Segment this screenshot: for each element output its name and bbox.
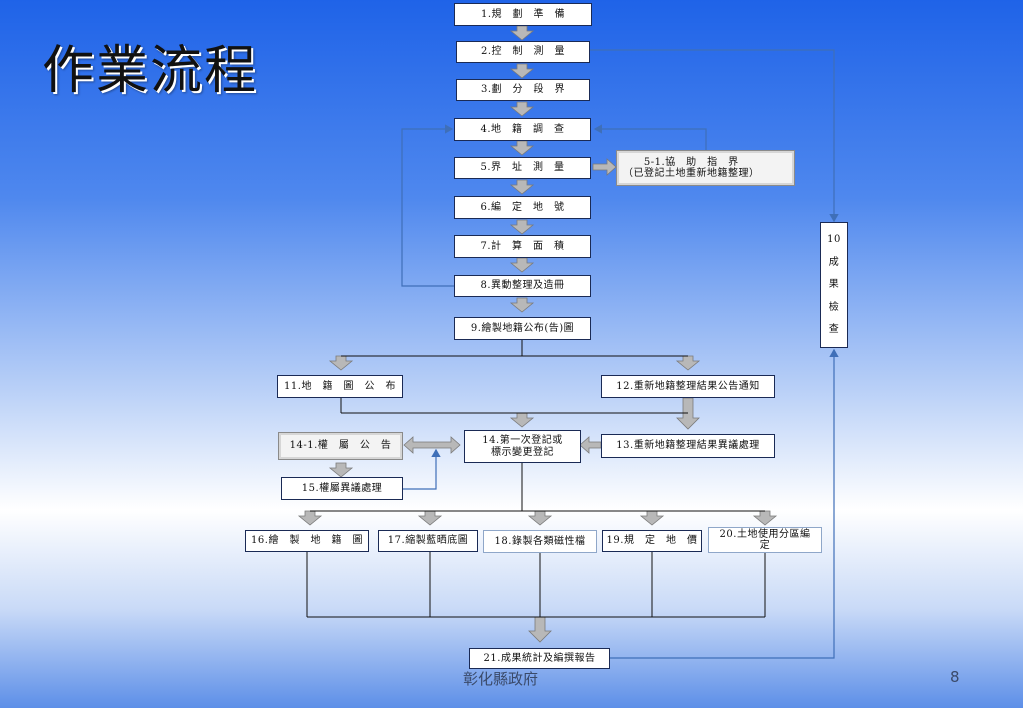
- step-14-1-box: 14-1.權 屬 公 告: [278, 432, 403, 460]
- step-10-char: 檢: [828, 301, 840, 313]
- step-10-char: 成: [828, 256, 840, 268]
- step-19-box: 19.規 定 地 價: [602, 530, 702, 552]
- step-5-box: 5.界 址 測 量: [454, 157, 591, 179]
- step-14-box: 14.第一次登記或 標示變更登記: [464, 430, 581, 463]
- arrow-right: [592, 158, 617, 176]
- step-2-box: 2.控 制 測 量: [456, 41, 590, 63]
- slide-number: 8: [950, 668, 960, 686]
- step-13-box: 13.重新地籍整理結果異議處理: [601, 434, 775, 458]
- step-3-box: 3.劃 分 段 界: [456, 79, 590, 101]
- step-9-box: 9.繪製地籍公布(告)圖: [454, 317, 591, 340]
- arrow-down: [509, 140, 535, 156]
- step-18-box: 18.錄製各類磁性檔: [483, 530, 597, 553]
- arrow-down: [509, 25, 535, 41]
- grey-arrows: [297, 25, 778, 643]
- step-5-1-box: 5-1.協 助 指 界 （已登記土地重新地籍整理）: [616, 150, 795, 186]
- arrow-down: [527, 510, 553, 526]
- step-10-char: 10: [827, 234, 841, 246]
- double-arrow: [403, 436, 461, 454]
- page-title: 作業流程: [42, 41, 259, 101]
- arrow-down: [509, 257, 535, 273]
- arrow-down: [639, 510, 665, 526]
- arrow-down: [509, 219, 535, 235]
- arrow-down: [417, 510, 443, 526]
- arrow-left: [579, 436, 602, 454]
- step-4-box: 4.地 籍 調 查: [454, 118, 591, 141]
- step-21-box: 21.成果統計及編撰報告: [469, 648, 610, 669]
- arrow-down: [675, 355, 701, 371]
- arrow-down: [328, 355, 354, 371]
- step-10-box: 10 成 果 檢 查: [820, 222, 848, 348]
- black-lines: [306, 340, 766, 618]
- footer-organization: 彰化縣政府: [463, 670, 539, 688]
- step-16-box: 16.繪 製 地 籍 圖: [245, 530, 369, 552]
- arrow-down: [328, 462, 354, 478]
- arrow-down: [752, 510, 778, 526]
- arrow-down: [528, 616, 552, 643]
- step-20-box: 20.土地使用分區編 定: [708, 527, 822, 553]
- step-10-char: 查: [828, 324, 840, 335]
- arrow-down: [509, 297, 535, 313]
- step-12-box: 12.重新地籍整理結果公告通知: [601, 375, 775, 398]
- step-6-box: 6.編 定 地 號: [454, 196, 591, 219]
- arrow-down: [297, 510, 323, 526]
- arrow-down: [509, 63, 535, 79]
- arrow-down: [509, 412, 535, 428]
- arrow-down: [509, 179, 535, 195]
- step-7-box: 7.計 算 面 積: [454, 235, 591, 258]
- step-1-box: 1.規 劃 準 備: [454, 3, 592, 26]
- step-11-box: 11.地 籍 圖 公 布: [277, 375, 403, 398]
- step-10-char: 果: [828, 279, 840, 291]
- blue-lines: [401, 49, 839, 659]
- step-15-box: 15.權屬異議處理: [281, 477, 403, 500]
- arrow-down: [509, 101, 535, 117]
- step-17-box: 17.縮製藍晒底圖: [378, 530, 478, 552]
- step-8-box: 8.異動整理及造冊: [454, 275, 591, 297]
